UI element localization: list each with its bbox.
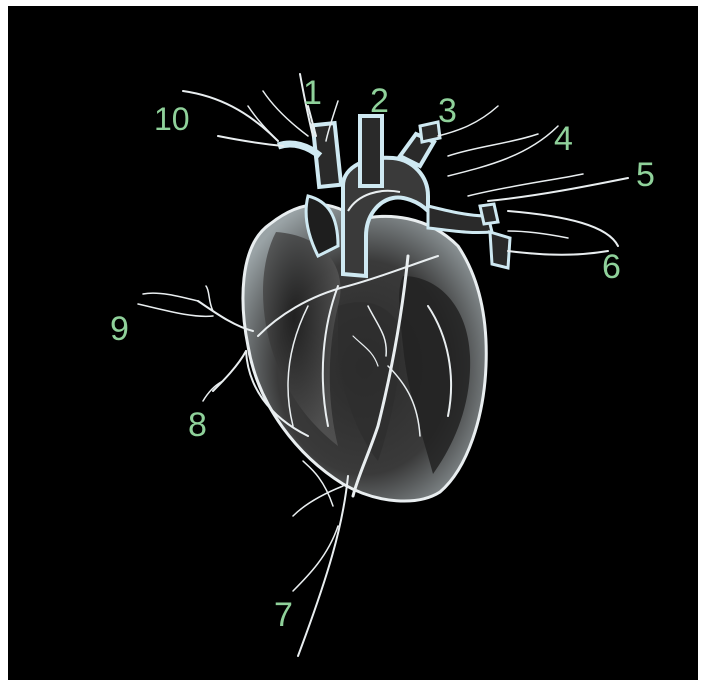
label-9: 9 [110,312,129,346]
diagram-canvas: 1 2 3 4 5 6 7 8 9 10 [8,6,698,680]
label-1: 1 [303,76,322,110]
label-6: 6 [602,250,621,284]
label-8: 8 [188,408,207,442]
label-4: 4 [554,122,573,156]
label-3: 3 [438,94,457,128]
label-5: 5 [636,158,655,192]
label-10: 10 [154,102,190,136]
label-7: 7 [274,598,293,632]
label-2: 2 [370,84,389,118]
